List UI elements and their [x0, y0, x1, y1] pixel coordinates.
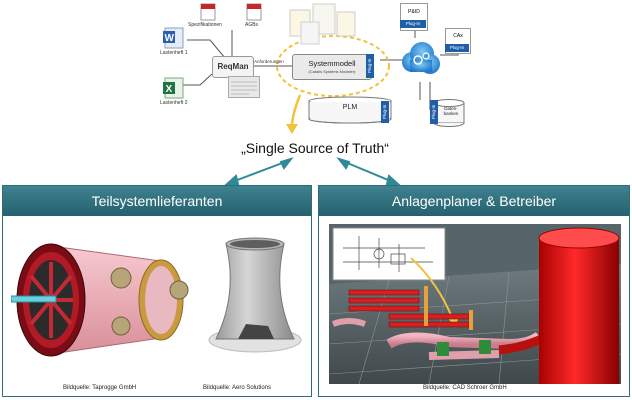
- plugin-pid: Plug-In: [400, 20, 426, 28]
- panel-anlagenplaner-betreiber: Anlagenplaner & Betreiber: [318, 185, 630, 397]
- reqman-screenshot-thumbnail: [228, 76, 260, 98]
- panel-teilsystemlieferanten: Teilsystemlieferanten: [2, 185, 312, 397]
- word-document-icon: W: [163, 27, 185, 49]
- pdf-icon-agbs: [246, 3, 262, 21]
- lastenheft2-label: Lastenheft 2: [160, 100, 188, 106]
- connector-lines: [175, 22, 459, 185]
- plugin-cax: Plug-In: [445, 44, 469, 52]
- single-source-of-truth-label: „Single Source of Truth“: [241, 140, 389, 156]
- cooling-tower-illustration: [208, 237, 302, 353]
- top-diagram: W Lastenheft 1 Spezifikationen AGBs X La…: [0, 0, 632, 185]
- network-label: Networking: [404, 70, 425, 75]
- pid-label: P&ID: [408, 9, 420, 15]
- systemmodell-sublabel: (Catalis Systems Modeler): [308, 69, 356, 74]
- reqman-box: ReqMan: [212, 56, 254, 78]
- caption-cad-schroer: Bildquelle: CAD Schroer GmbH: [423, 385, 507, 391]
- plugin-plm: Plug-In: [381, 101, 389, 123]
- plant-cad-scene: [329, 224, 621, 384]
- agbs-label: AGBs: [245, 22, 259, 28]
- highlight-ellipse: [276, 35, 390, 97]
- svg-text:W: W: [165, 33, 175, 44]
- systemmodell-label: Systemmodell: [308, 59, 356, 68]
- pdf-icon-specs: [200, 3, 216, 21]
- anforderungen-label: Anforderungen: [254, 59, 284, 64]
- plm-label: PLM: [342, 104, 358, 111]
- systemmodell-box: Systemmodell (Catalis Systems Modeler): [292, 54, 372, 80]
- panel-title-teilsystemlieferanten: Teilsystemlieferanten: [3, 186, 311, 216]
- datenbanken-label: Daten-banken: [443, 106, 459, 116]
- network-cloud-icon: [398, 38, 442, 82]
- plugin-datenbanken: Plug-In: [430, 100, 438, 124]
- plm-cylinder: PLM: [305, 95, 395, 125]
- reqman-label: ReqMan: [217, 62, 249, 71]
- cax-label: CAx: [453, 33, 463, 39]
- lastenheft1-label: Lastenheft 1: [160, 50, 188, 56]
- caption-aero-solutions: Bildquelle: Aero Solutions: [203, 385, 272, 391]
- condenser-illustration: [11, 243, 189, 357]
- excel-document-icon: X: [163, 77, 185, 99]
- plugin-systemmodell: Plug-In: [366, 54, 374, 78]
- model-sheets-thumbnails: [289, 3, 356, 45]
- caption-taprogge: Bildquelle: Taprogge GmbH: [63, 385, 137, 391]
- svg-text:X: X: [166, 84, 173, 95]
- specs-label: Spezifikationen: [188, 22, 222, 28]
- datenbanken-cylinder: Daten-banken: [432, 98, 466, 128]
- panel-title-anlagenplaner-betreiber: Anlagenplaner & Betreiber: [319, 186, 629, 216]
